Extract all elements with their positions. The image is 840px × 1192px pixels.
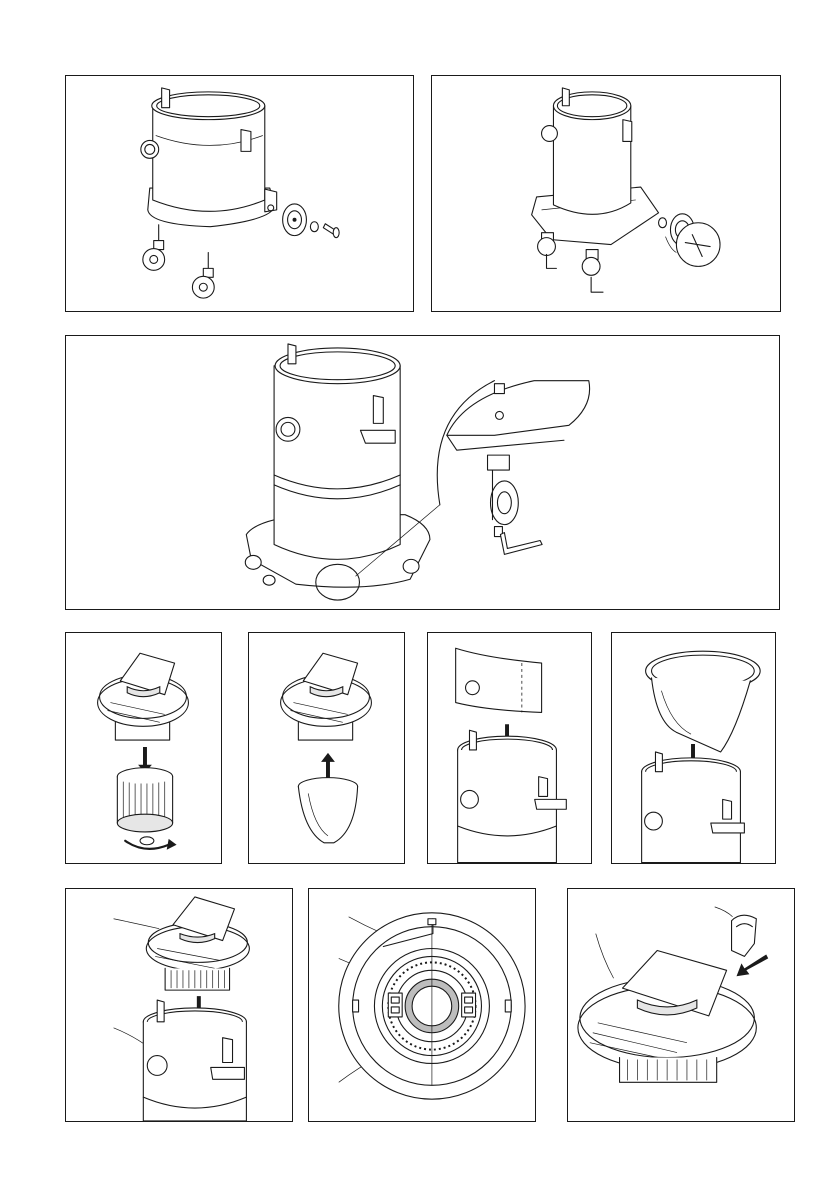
step-tighten-castors-illustration xyxy=(66,336,779,609)
step-motor-head-underside-illustration xyxy=(309,889,535,1121)
step-castor-base-panel xyxy=(431,75,781,312)
step-wet-insert-panel xyxy=(427,632,592,864)
step-wet-insert-illustration xyxy=(428,633,591,863)
step-place-motor-head-panel xyxy=(65,888,293,1122)
step-dust-bag-illustration xyxy=(249,633,404,863)
step-tighten-castors-panel xyxy=(65,335,780,610)
step-dust-bag-panel xyxy=(248,632,405,864)
step-paper-bag-illustration xyxy=(612,633,775,863)
step-paper-bag-panel xyxy=(611,632,776,864)
step-cartridge-filter-panel xyxy=(65,632,222,864)
step-motor-head-underside-panel xyxy=(308,888,536,1122)
step-attach-clip-panel xyxy=(567,888,795,1122)
step-castor-base-illustration xyxy=(432,76,780,311)
step-attach-clip-illustration xyxy=(568,889,794,1121)
step-cartridge-filter-illustration xyxy=(66,633,221,863)
step-place-motor-head-illustration xyxy=(66,889,292,1121)
step-attach-castors-illustration xyxy=(66,76,413,311)
step-attach-castors-panel xyxy=(65,75,414,312)
